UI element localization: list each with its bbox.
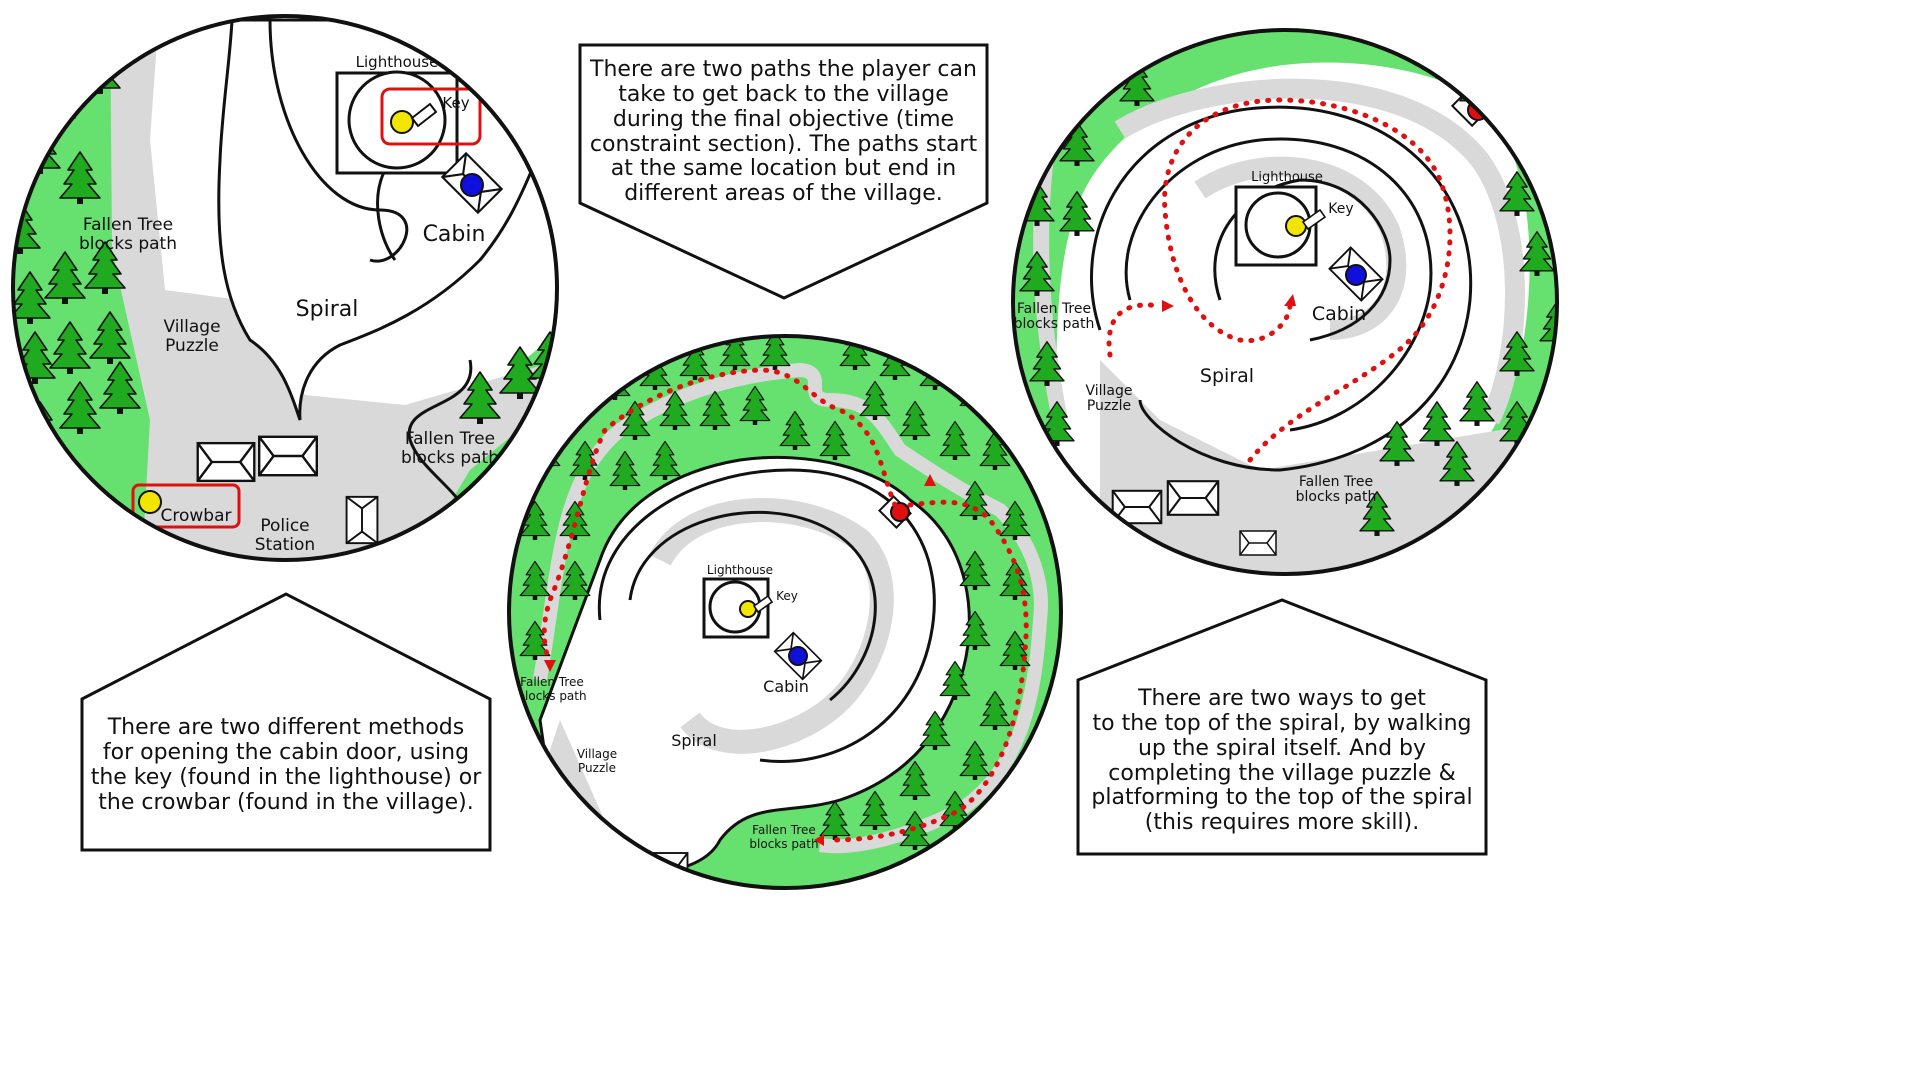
fallen-tree-label-2a: Fallen Tree bbox=[752, 823, 816, 837]
key-label: Key bbox=[776, 589, 798, 603]
village-label-1: Village bbox=[1085, 383, 1132, 399]
map-left: Lighthouse Key Cabin Spiral bbox=[11, 14, 559, 562]
village-label-1: Village bbox=[163, 317, 220, 337]
spiral-walkway bbox=[649, 498, 894, 754]
key-label: Key bbox=[1328, 201, 1353, 217]
cabin-label: Cabin bbox=[763, 677, 809, 696]
map-center-frame bbox=[507, 334, 1063, 890]
callout-left-text: There are two different methods for open… bbox=[90, 715, 482, 815]
fallen-tree-label-1b: blocks path bbox=[1014, 316, 1095, 332]
police-label-1: Police bbox=[260, 516, 309, 536]
village-label-2: Puzzle bbox=[578, 761, 616, 775]
route-spiral-walk bbox=[1162, 97, 1453, 463]
key-item-icon bbox=[390, 110, 414, 134]
callout-right-text: There are two ways to get to the top of … bbox=[1091, 686, 1473, 836]
lighthouse-label: Lighthouse bbox=[707, 563, 773, 577]
fallen-tree-label-2b: blocks path bbox=[749, 837, 818, 851]
crowbar-highlight bbox=[131, 483, 241, 529]
cabin-marker-icon bbox=[788, 646, 808, 666]
map-right: Lighthouse Key Cabin Spiral bbox=[1011, 28, 1559, 576]
fallen-tree-label-2a: Fallen Tree bbox=[405, 429, 495, 449]
crowbar-label: Crowbar bbox=[161, 506, 232, 526]
fallen-tree-label-1a: Fallen Tree bbox=[1017, 301, 1091, 317]
map-right-frame bbox=[1011, 28, 1559, 576]
fallen-tree-label-2b: blocks path bbox=[1296, 489, 1377, 505]
key-pointer-icon bbox=[410, 102, 438, 128]
fallen-tree-label-1a: Fallen Tree bbox=[83, 215, 173, 235]
spiral-label: Spiral bbox=[1200, 365, 1254, 387]
police-label-2: Station bbox=[255, 535, 315, 555]
cabin-marker-icon bbox=[1345, 264, 1367, 286]
village-label-2: Puzzle bbox=[1087, 398, 1131, 414]
callout-top-shape bbox=[578, 43, 989, 300]
cabin-marker-icon bbox=[460, 173, 484, 197]
route-west bbox=[541, 367, 898, 668]
callout-right-shape bbox=[1076, 598, 1488, 856]
spiral-island bbox=[217, 18, 557, 421]
village-house bbox=[257, 435, 319, 477]
cabin-label: Cabin bbox=[423, 222, 486, 247]
map-center: Lighthouse Key Cabin Spiral bbox=[507, 334, 1063, 890]
route-east bbox=[827, 499, 1029, 843]
village-label-1: Village bbox=[577, 747, 617, 761]
key-item-icon bbox=[739, 600, 757, 618]
fallen-tree-label-2a: Fallen Tree bbox=[1299, 474, 1373, 490]
crowbar-item-icon bbox=[138, 490, 162, 514]
spiral-label: Spiral bbox=[296, 297, 359, 322]
fallen-tree-label-1a: Fallen Tree bbox=[520, 675, 584, 689]
village-house bbox=[196, 441, 256, 483]
key-highlight bbox=[380, 87, 482, 146]
route-platforming bbox=[1106, 302, 1163, 358]
map-left-frame bbox=[11, 14, 559, 562]
fallen-tree-label-1b: blocks path bbox=[517, 689, 586, 703]
fallen-tree-label-2b: blocks path bbox=[401, 448, 499, 468]
forest-trail bbox=[533, 362, 1048, 854]
spiral-label: Spiral bbox=[671, 731, 717, 750]
key-item-icon bbox=[1285, 215, 1307, 237]
lighthouse-label: Lighthouse bbox=[1251, 170, 1323, 185]
village-label-2: Puzzle bbox=[165, 336, 219, 356]
cabin-label: Cabin bbox=[1312, 303, 1366, 325]
spiral-outer-edge bbox=[1090, 105, 1473, 472]
callout-left-shape bbox=[80, 592, 492, 852]
key-label: Key bbox=[442, 94, 469, 112]
lighthouse-label: Lighthouse bbox=[356, 53, 439, 71]
callout-top-text: There are two paths the player can take … bbox=[589, 57, 978, 207]
fallen-tree-label-1b: blocks path bbox=[79, 234, 177, 254]
exit-marker-icon bbox=[890, 502, 910, 522]
